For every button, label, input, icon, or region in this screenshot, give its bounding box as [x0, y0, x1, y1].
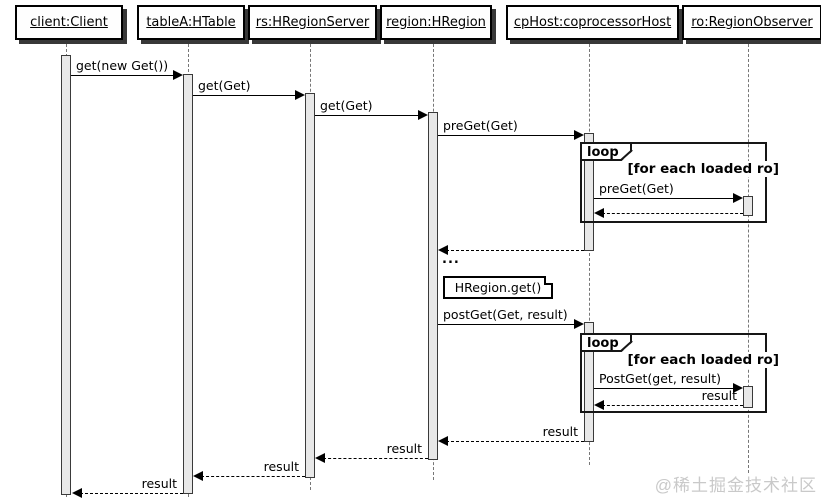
message-line-2 — [193, 95, 297, 96]
actor-box-client: client:Client — [15, 5, 123, 40]
note-text: HRegion.get() — [454, 280, 542, 295]
activation-cpHost-5 — [584, 322, 594, 442]
watermark: @稀土掘金技术社区 — [654, 476, 817, 495]
activation-region-3 — [428, 112, 438, 460]
loop-fragment-label-2: loop — [580, 333, 632, 352]
loop-fragment-2 — [580, 333, 767, 413]
message-arrowhead-9 — [733, 383, 743, 393]
message-line-14 — [80, 493, 183, 494]
actor-label-rs: rs:HRegionServer — [255, 15, 370, 30]
activation-ro-6 — [743, 196, 753, 216]
message-arrowhead-1 — [173, 70, 183, 80]
message-label-10: result — [701, 388, 737, 403]
message-label-11: result — [542, 424, 578, 439]
message-line-6 — [602, 213, 743, 214]
message-line-12 — [323, 458, 428, 459]
actor-box-cpHost: cpHost:coprocessorHost — [506, 5, 679, 40]
actor-label-region: region:HRegion — [386, 15, 486, 30]
message-line-13 — [201, 476, 305, 477]
message-label-13: result — [263, 459, 299, 474]
message-label-2: get(Get) — [198, 78, 251, 93]
message-label-3: get(Get) — [320, 98, 373, 113]
message-label-8: postGet(Get, result) — [443, 307, 568, 322]
message-arrowhead-4 — [574, 130, 584, 140]
lifeline-ro — [748, 39, 749, 473]
activation-tableA-1 — [183, 74, 193, 494]
actor-label-cpHost: cpHost:coprocessorHost — [513, 15, 672, 30]
lifeline-cpHost — [589, 39, 590, 465]
message-label-9: PostGet(get, result) — [599, 371, 722, 386]
message-arrowhead-10 — [594, 400, 604, 410]
message-line-11 — [446, 441, 584, 442]
activation-ro-7 — [743, 386, 753, 408]
message-arrowhead-7 — [438, 245, 448, 255]
message-label-5: preGet(Get) — [599, 181, 674, 196]
actor-box-tableA: tableA:HTable — [137, 5, 245, 40]
message-line-10 — [602, 405, 743, 406]
message-arrowhead-12 — [315, 453, 325, 463]
message-arrowhead-8 — [574, 319, 584, 329]
message-line-3 — [315, 115, 420, 116]
ellipsis-text: ... — [442, 252, 460, 267]
message-line-9 — [594, 388, 735, 389]
message-label-4: preGet(Get) — [443, 118, 518, 133]
message-arrowhead-14 — [72, 488, 82, 498]
loop-fragment-label-1: loop — [580, 142, 632, 161]
message-line-5 — [594, 198, 735, 199]
loop-fragment-condition-2: [for each loaded ro] — [625, 352, 781, 368]
message-arrowhead-5 — [733, 193, 743, 203]
message-arrowhead-13 — [193, 471, 203, 481]
message-arrowhead-3 — [418, 110, 428, 120]
message-label-12: result — [386, 441, 422, 456]
message-line-7 — [446, 250, 584, 251]
message-arrowhead-11 — [438, 436, 448, 446]
message-line-4 — [438, 135, 576, 136]
actor-label-tableA: tableA:HTable — [146, 15, 236, 30]
actor-box-region: region:HRegion — [380, 5, 492, 40]
actor-box-ro: ro:RegionObserver — [682, 5, 821, 40]
message-label-14: result — [141, 476, 177, 491]
actor-label-ro: ro:RegionObserver — [691, 15, 813, 30]
message-line-8 — [438, 324, 576, 325]
message-arrowhead-6 — [594, 208, 604, 218]
activation-client-0 — [61, 55, 71, 495]
loop-fragment-1 — [580, 142, 767, 223]
note-fold-corner-icon — [544, 276, 553, 285]
message-line-1 — [71, 75, 175, 76]
note-hregion-get: HRegion.get() — [443, 276, 553, 299]
activation-rs-2 — [305, 93, 315, 478]
message-label-1: get(new Get()) — [76, 58, 169, 73]
actor-label-client: client:Client — [30, 15, 108, 30]
loop-fragment-condition-1: [for each loaded ro] — [625, 161, 781, 177]
activation-cpHost-4 — [584, 133, 594, 251]
message-arrowhead-2 — [295, 90, 305, 100]
actor-box-rs: rs:HRegionServer — [248, 5, 377, 40]
